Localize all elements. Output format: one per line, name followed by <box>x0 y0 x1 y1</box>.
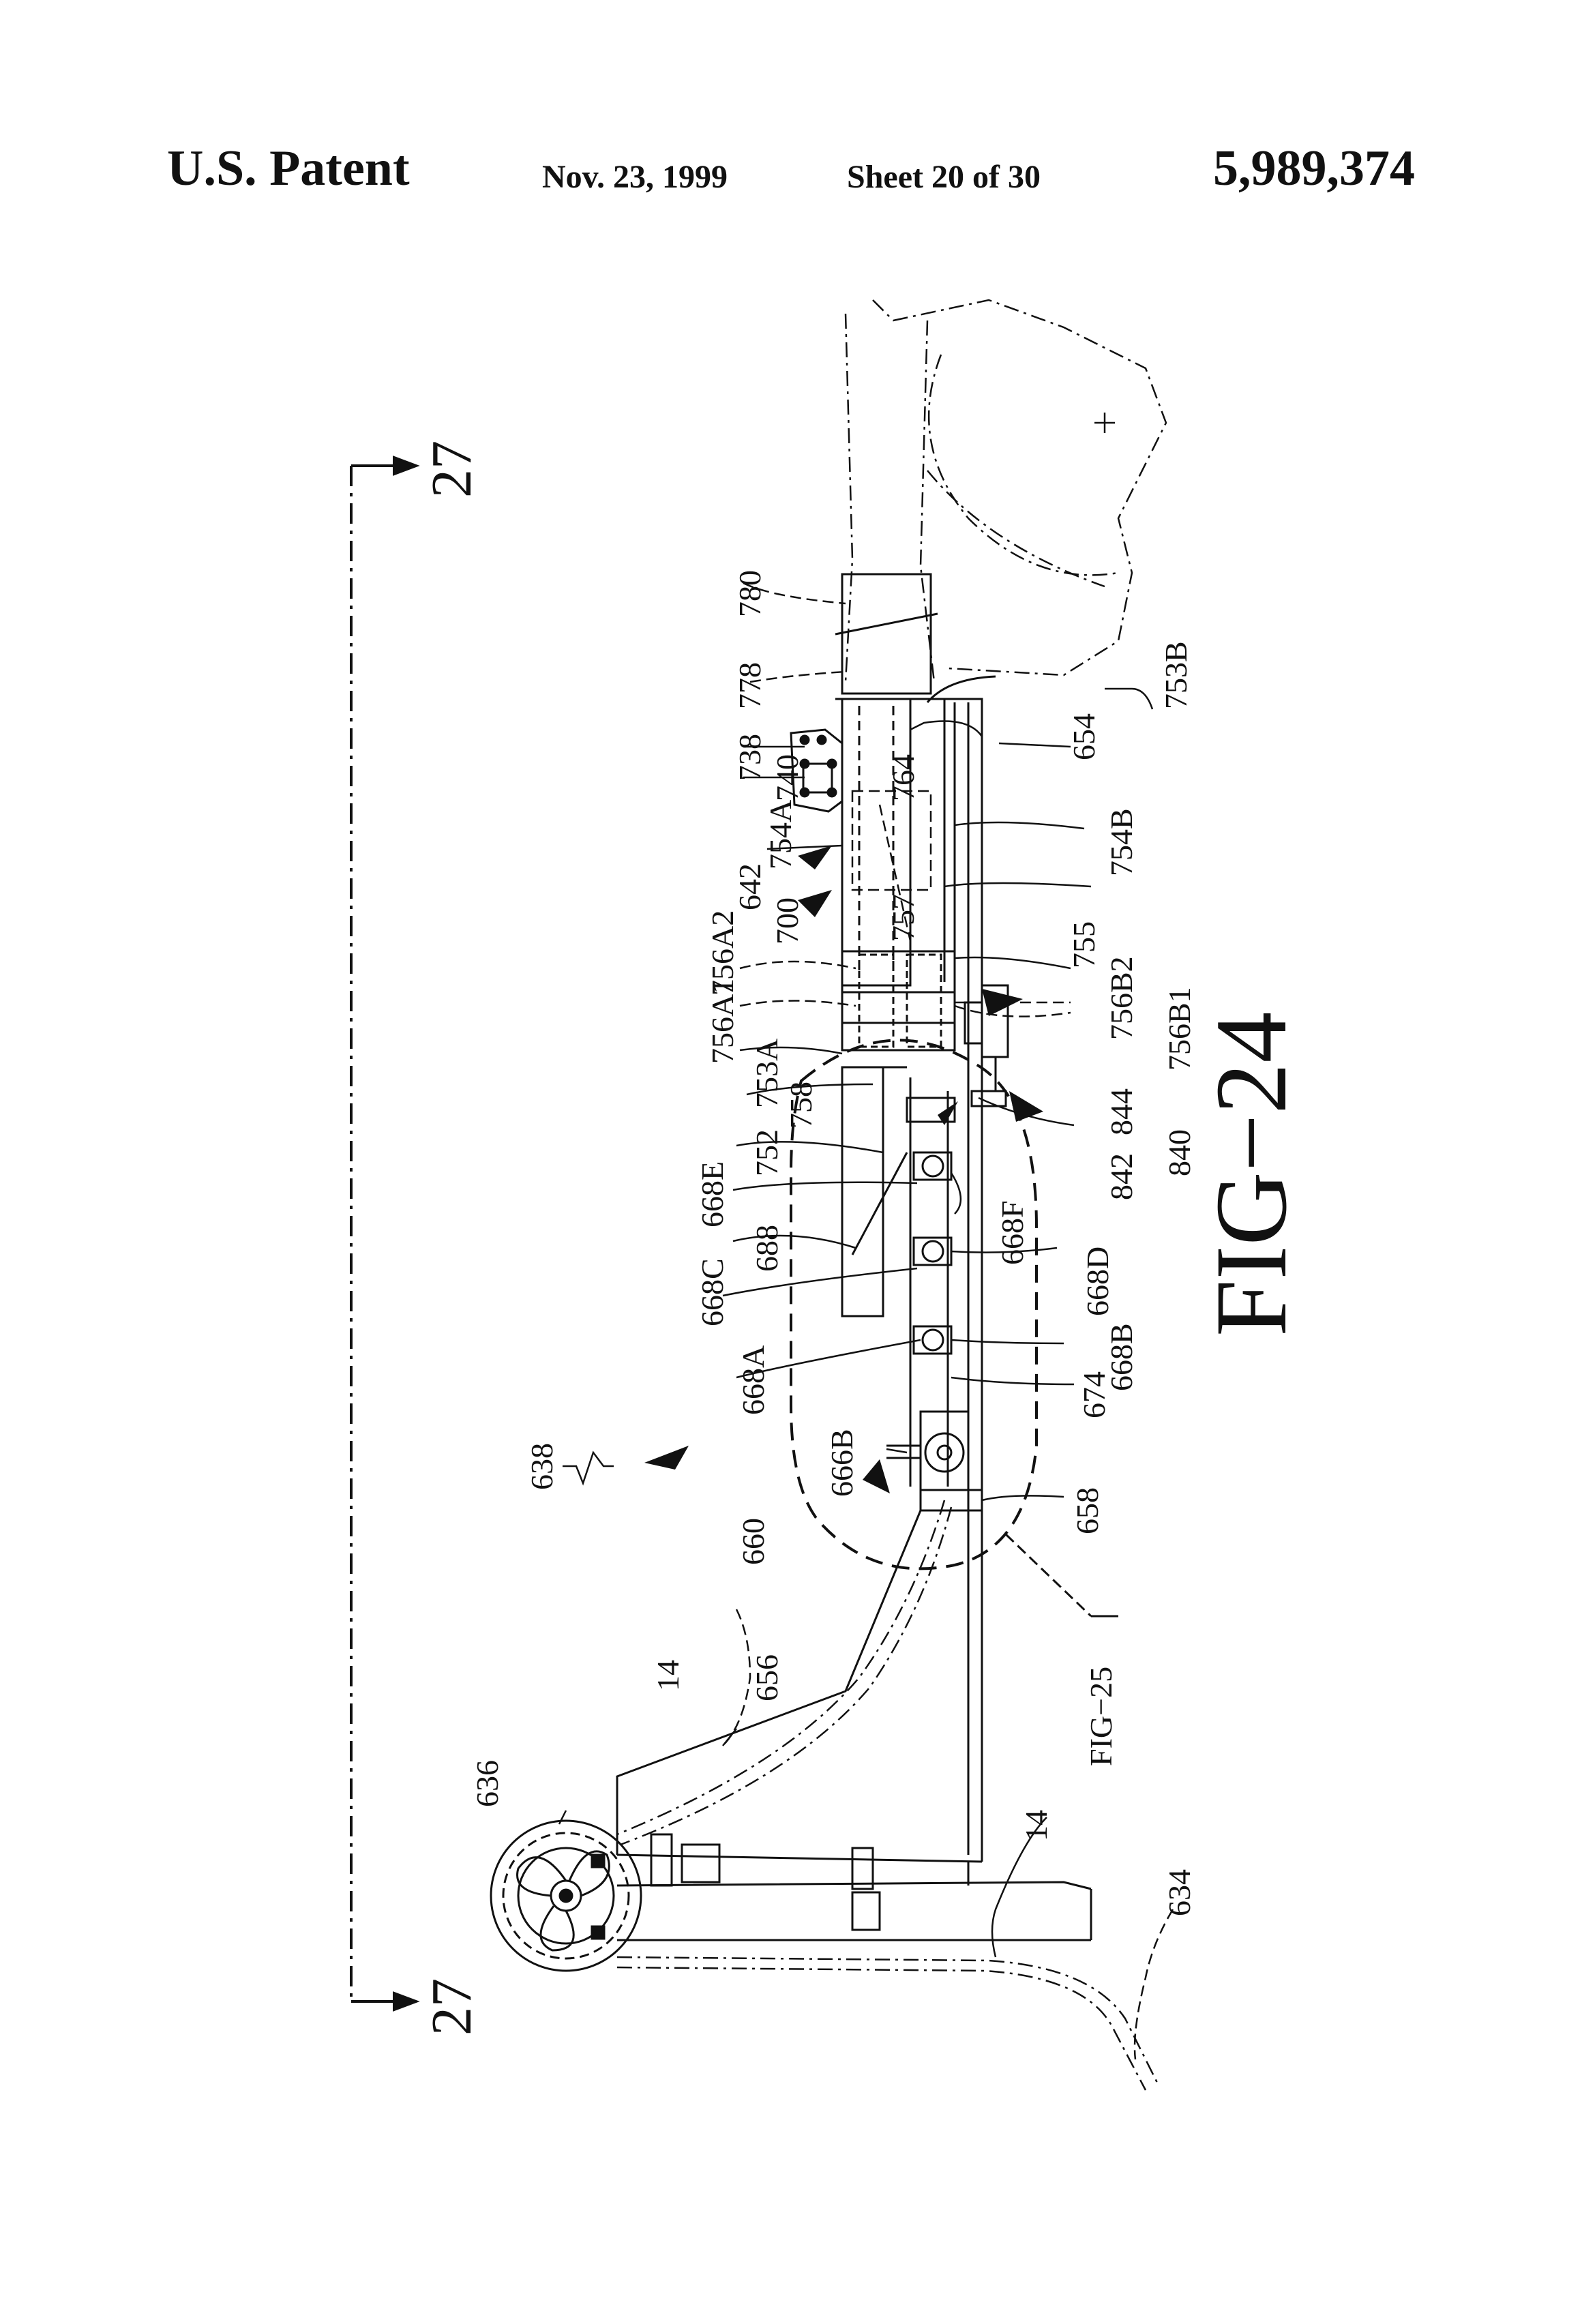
label-638: 638 <box>524 1443 559 1490</box>
label-780: 780 <box>732 570 767 617</box>
frame-656 <box>617 1510 1091 1940</box>
label-840: 840 <box>1162 1129 1197 1176</box>
label-654: 654 <box>1066 713 1101 760</box>
label-674: 674 <box>1077 1371 1111 1418</box>
main-frame <box>842 699 982 1500</box>
detail-ref-fig25: FIG−25 <box>1084 1667 1118 1766</box>
mechanism-668 <box>842 1067 955 1487</box>
figure-title: FIG−24 <box>1195 1012 1308 1337</box>
label-668F: 668F <box>995 1200 1030 1265</box>
section-label-top: 27 <box>420 441 483 498</box>
label-756B2: 756B2 <box>1104 956 1139 1040</box>
upper-housing <box>846 300 1166 682</box>
label-14-upper: 14 <box>651 1660 685 1691</box>
label-656: 656 <box>749 1654 784 1701</box>
pulley-636 <box>491 1821 641 1971</box>
label-752: 752 <box>749 1129 784 1176</box>
section-label-bottom: 27 <box>420 1978 483 2036</box>
label-658: 658 <box>1070 1487 1105 1534</box>
label-754A: 754A <box>763 800 798 869</box>
label-758: 758 <box>783 1082 818 1129</box>
label-14-lower: 14 <box>1019 1810 1054 1841</box>
label-668D: 668D <box>1080 1247 1115 1316</box>
label-756A1: 756A1 <box>705 979 740 1064</box>
bottom-brackets <box>651 1834 880 1930</box>
label-740: 740 <box>770 754 805 801</box>
label-844: 844 <box>1104 1088 1139 1135</box>
label-738: 738 <box>732 734 767 781</box>
label-636: 636 <box>470 1760 505 1807</box>
label-688: 688 <box>749 1225 784 1272</box>
label-634: 634 <box>1162 1869 1197 1916</box>
label-700: 700 <box>770 897 805 944</box>
label-754B: 754B <box>1104 808 1139 876</box>
fig25-leader <box>1006 1534 1091 1616</box>
label-753A: 753A <box>749 1039 784 1108</box>
label-756B1: 756B1 <box>1162 987 1197 1071</box>
label-668A: 668A <box>736 1345 771 1415</box>
label-842: 842 <box>1104 1153 1139 1200</box>
label-753B: 753B <box>1159 641 1193 709</box>
label-764: 764 <box>886 754 921 801</box>
label-666B: 666B <box>824 1429 859 1497</box>
carriage-658 <box>886 1412 982 1510</box>
cross-mark <box>1094 413 1115 433</box>
label-668C: 668C <box>695 1258 730 1326</box>
section-line <box>351 458 416 2010</box>
label-778: 778 <box>732 662 767 709</box>
label-642: 642 <box>732 863 767 910</box>
label-668E: 668E <box>695 1161 730 1227</box>
label-660: 660 <box>736 1518 771 1565</box>
label-757: 757 <box>886 894 921 941</box>
label-755: 755 <box>1066 921 1101 968</box>
